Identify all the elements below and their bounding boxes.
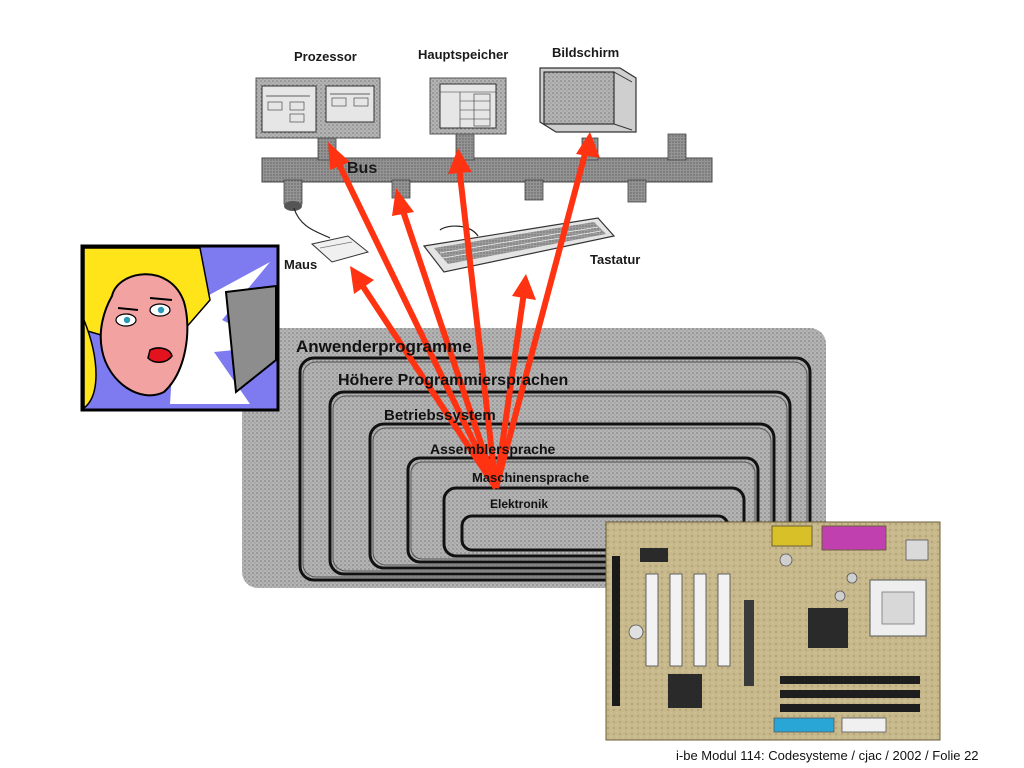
keyboard-illustration <box>422 217 616 273</box>
arrow-to-hauptspeicher <box>456 165 499 489</box>
label-hauptspeicher: Hauptspeicher <box>418 47 509 62</box>
arrow-to-prozessor <box>333 156 499 490</box>
arrow-to-bus <box>398 204 499 489</box>
arrows <box>328 132 600 490</box>
processor-illustration <box>255 77 381 139</box>
arrow-to-bildschirm <box>493 149 589 489</box>
bus <box>261 131 713 211</box>
layer-label-maschinensprache: Maschinensprache <box>472 470 590 485</box>
label-bildschirm: Bildschirm <box>552 45 620 60</box>
label-tastatur: Tastatur <box>590 252 641 267</box>
memory-illustration <box>429 77 507 135</box>
label-bus: Bus <box>347 160 378 177</box>
label-prozessor: Prozessor <box>294 49 357 64</box>
motherboard-illustration <box>605 521 941 741</box>
arrow-to-tastatur <box>493 291 527 489</box>
layer-label-assemblersprache: Assemblersprache <box>430 441 556 457</box>
mouse-illustration <box>293 207 370 263</box>
layer-label-anwenderprogramme: Anwenderprogramme <box>296 337 472 356</box>
layer-frame-3 <box>368 422 776 570</box>
comic-woman-illustration <box>80 244 280 412</box>
arrow-to-maus <box>357 280 499 490</box>
monitor-illustration <box>539 67 637 133</box>
label-maus: Maus <box>284 257 318 272</box>
slide-footer: i-be Modul 114: Codesysteme / cjac / 200… <box>676 748 979 763</box>
layer-frame-2 <box>328 390 792 576</box>
layer-label-elektronik: Elektronik <box>490 497 549 511</box>
layer-label-hoehere-programmiersprachen: Höhere Programmiersprachen <box>338 372 569 389</box>
layer-frame-4 <box>406 456 760 564</box>
layer-frame-1 <box>298 356 812 582</box>
layer-label-betriebssystem: Betriebssystem <box>384 407 496 424</box>
